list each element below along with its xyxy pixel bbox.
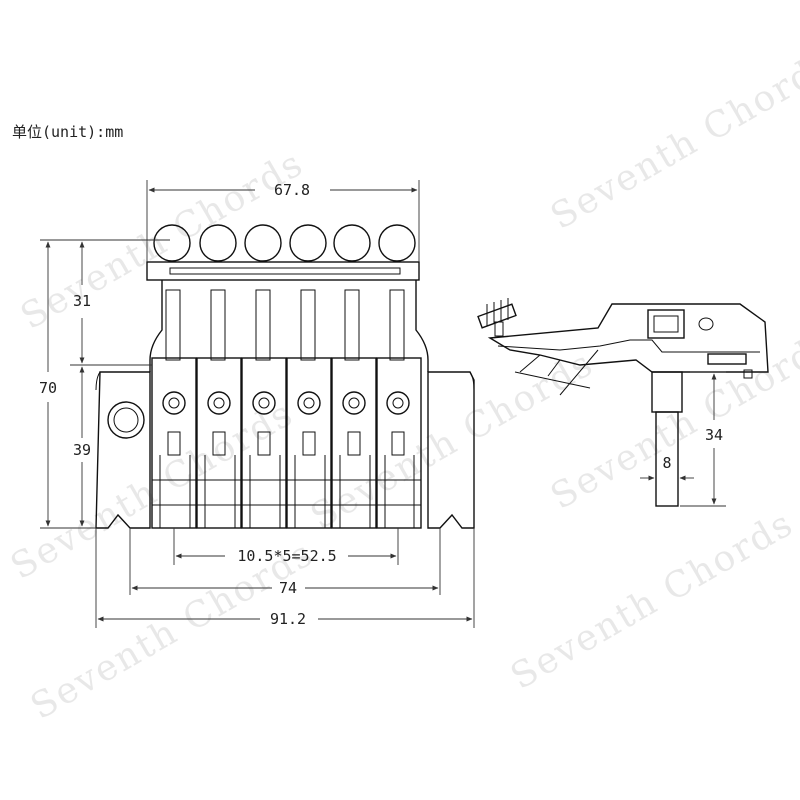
front-view: 67.8 31 70 39 10.5*5=52.5 (39, 180, 475, 628)
side-fine-tuner (477, 298, 517, 337)
top-plate (146, 261, 420, 281)
side-view: 34 8 (477, 298, 769, 507)
dim-top-width-label: 67.8 (274, 181, 310, 199)
saddle-slots (152, 431, 421, 528)
dim-string-spacing-label: 10.5*5=52.5 (237, 547, 336, 565)
dim-post-height: 34 (680, 371, 726, 507)
watermark-7: Seventh Chords (504, 503, 800, 698)
arm-hole (107, 401, 145, 439)
unit-label: 单位(unit):mm (12, 123, 123, 141)
fine-tuner-shafts (165, 289, 405, 361)
dim-mid-width-label: 74 (279, 579, 297, 597)
watermark-group: Seventh Chords Seventh Chords Seventh Ch… (4, 43, 800, 728)
saddles (151, 357, 422, 529)
dim-top-width: 67.8 (146, 180, 420, 262)
fine-tuner-knobs (153, 224, 416, 262)
saddle-screws (162, 391, 410, 415)
dim-post-width: 8 (640, 454, 694, 481)
dim-left-heights: 31 70 39 (39, 239, 170, 529)
dim-total-width: 91.2 (95, 528, 475, 628)
dim-total-width-label: 91.2 (270, 610, 306, 628)
dim-height-upper-label: 31 (73, 292, 91, 310)
dim-string-spacing: 10.5*5=52.5 (173, 528, 399, 565)
watermark-2: Seventh Chords (544, 43, 800, 238)
dim-height-total-label: 70 (39, 379, 57, 397)
dim-post-height-label: 34 (705, 426, 723, 444)
base-plate (95, 371, 151, 529)
dim-post-width-label: 8 (662, 454, 671, 472)
dim-height-lower-label: 39 (73, 441, 91, 459)
dim-mid-width: 74 (129, 528, 441, 597)
